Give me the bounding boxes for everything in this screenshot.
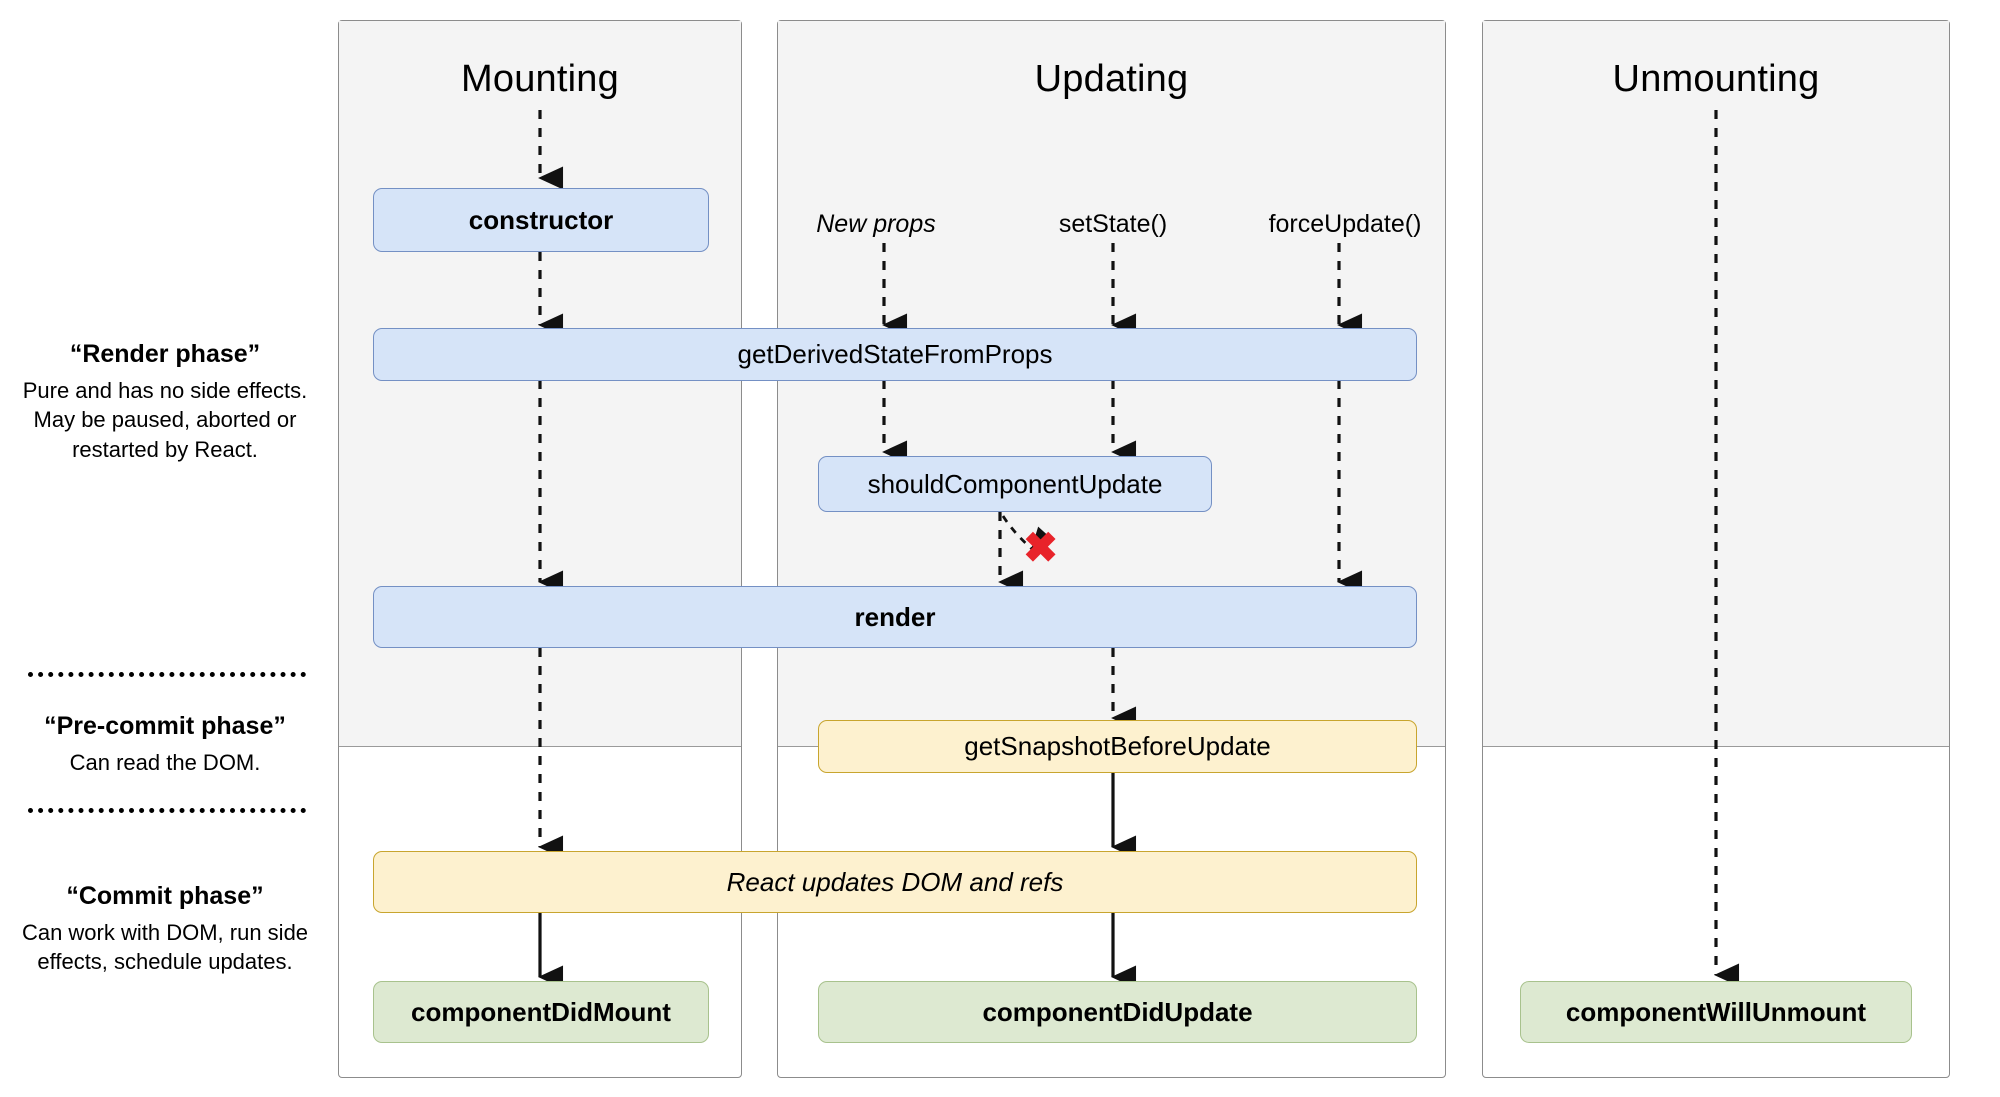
- phase-legend-commit-desc: Can work with DOM, run side effects, sch…: [21, 920, 309, 975]
- phase-legend-render-title: “Render phase”: [69, 340, 261, 368]
- trigger-label-force-update: forceUpdate(): [1268, 210, 1422, 238]
- node-component-will-unmount[interactable]: componentWillUnmount: [1520, 981, 1912, 1043]
- column-panel-mounting: [338, 20, 742, 1078]
- node-get-snapshot-before-update[interactable]: getSnapshotBeforeUpdate: [818, 720, 1417, 773]
- phase-legend-pre-commit-title: “Pre-commit phase”: [44, 712, 286, 740]
- phase-legend-pre-commit: “Pre-commit phase” Can read the DOM.: [10, 712, 320, 777]
- node-render[interactable]: render: [373, 586, 1417, 648]
- trigger-label-new-props: New props: [816, 210, 936, 238]
- trigger-label-set-state: setState(): [1058, 210, 1168, 238]
- node-get-derived-state-from-props[interactable]: getDerivedStateFromProps: [373, 328, 1417, 381]
- phase-divider-top: [28, 672, 306, 677]
- column-title-updating: Updating: [1034, 58, 1189, 100]
- node-react-updates-dom-and-refs[interactable]: React updates DOM and refs: [373, 851, 1417, 913]
- phase-legend-render: “Render phase” Pure and has no side effe…: [10, 340, 320, 464]
- phase-legend-commit: “Commit phase” Can work with DOM, run si…: [10, 882, 320, 977]
- skip-update-x-icon: ✖: [1023, 524, 1059, 571]
- column-title-unmounting: Unmounting: [1612, 58, 1820, 100]
- column-panel-updating: [777, 20, 1446, 1078]
- column-title-mounting: Mounting: [461, 58, 619, 100]
- node-should-component-update[interactable]: shouldComponentUpdate: [818, 456, 1212, 512]
- node-component-did-mount[interactable]: componentDidMount: [373, 981, 709, 1043]
- node-component-did-update[interactable]: componentDidUpdate: [818, 981, 1417, 1043]
- render-phase-shade-unmounting: [1483, 21, 1949, 747]
- column-panel-unmounting: [1482, 20, 1950, 1078]
- phase-legend-commit-title: “Commit phase”: [66, 882, 264, 910]
- phase-divider-bottom: [28, 808, 306, 813]
- phase-legend-pre-commit-desc: Can read the DOM.: [69, 750, 261, 775]
- node-constructor[interactable]: constructor: [373, 188, 709, 252]
- phase-legend-render-desc: Pure and has no side effects. May be pau…: [22, 378, 308, 462]
